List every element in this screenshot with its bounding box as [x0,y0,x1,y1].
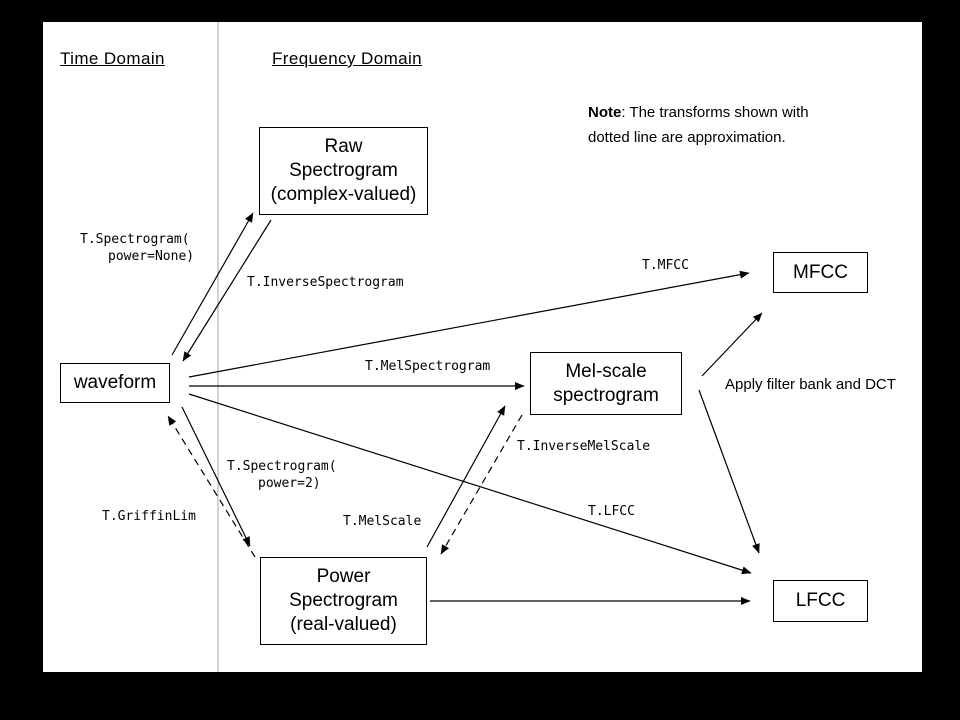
edge-mel-spectrogram-to-mfcc [701,312,763,377]
edge-raw-spectrogram-to-waveform [182,219,272,362]
edge-waveform-to-raw-spectrogram [171,212,254,356]
mfcc-node: MFCC [773,252,868,293]
edge-power-spectrogram-to-waveform-dashed [167,415,256,558]
diagram-edges [167,22,763,672]
edge-waveform-to-lfcc [188,393,752,575]
label-t-griffin-lim: T.GriffinLim [102,509,196,524]
raw-spectrogram-label-line1: Raw [324,136,363,158]
mel-spectrogram-label-line1: Mel-scale [565,360,647,382]
mfcc-label: MFCC [793,261,848,283]
edge-waveform-to-power-spectrogram [181,406,251,547]
note-line1: : The transforms shown with [621,104,809,121]
waveform-label: waveform [73,372,157,394]
raw-spectrogram-node: Raw Spectrogram (complex-valued) [259,127,428,215]
note-text: Note: The transforms shown with dotted li… [588,100,848,150]
label-t-spectrogram-power-none-line2: power=None) [108,249,195,264]
mel-spectrogram-label-line2: spectrogram [553,384,659,406]
raw-spectrogram-label-line3: (complex-valued) [270,183,417,205]
power-spectrogram-label-line1: Power [316,566,371,588]
edge-waveform-to-mfcc [188,270,750,378]
slide-canvas: Time Domain Frequency Domain Note: The t… [43,22,922,672]
note-line2: dotted line are approximation. [588,129,786,146]
power-spectrogram-node: Power Spectrogram (real-valued) [260,557,427,645]
time-domain-header: Time Domain [60,49,165,68]
note-label: Note [588,104,622,121]
label-t-inverse-spectrogram: T.InverseSpectrogram [247,275,404,290]
lfcc-label: LFCC [795,590,846,612]
label-t-mel-scale: T.MelScale [343,514,422,529]
raw-spectrogram-label-line2: Spectrogram [289,160,398,182]
power-spectrogram-label-line3: (real-valued) [290,613,397,635]
label-t-spectrogram-power-2-line2: power=2) [258,476,321,491]
label-t-inverse-mel-scale: T.InverseMelScale [517,439,651,454]
waveform-node: waveform [60,363,170,403]
edge-mel-spectrogram-to-power-spectrogram-dashed [440,414,523,555]
label-t-spectrogram-power-none-line1: T.Spectrogram( [80,232,190,247]
frequency-domain-header: Frequency Domain [272,49,423,68]
label-t-mel-spectrogram: T.MelSpectrogram [365,359,491,374]
mel-spectrogram-node: Mel-scale spectrogram [530,352,682,415]
power-spectrogram-label-line2: Spectrogram [289,590,398,612]
lfcc-node: LFCC [773,580,868,622]
label-t-mfcc: T.MFCC [642,258,689,273]
label-t-lfcc: T.LFCC [588,504,635,519]
edge-power-spectrogram-to-mel-spectrogram [426,405,506,548]
edge-mel-spectrogram-to-lfcc [698,389,760,554]
label-t-spectrogram-power-2-line1: T.Spectrogram( [227,459,337,474]
label-apply-filter-bank-dct: Apply filter bank and DCT [725,376,896,393]
